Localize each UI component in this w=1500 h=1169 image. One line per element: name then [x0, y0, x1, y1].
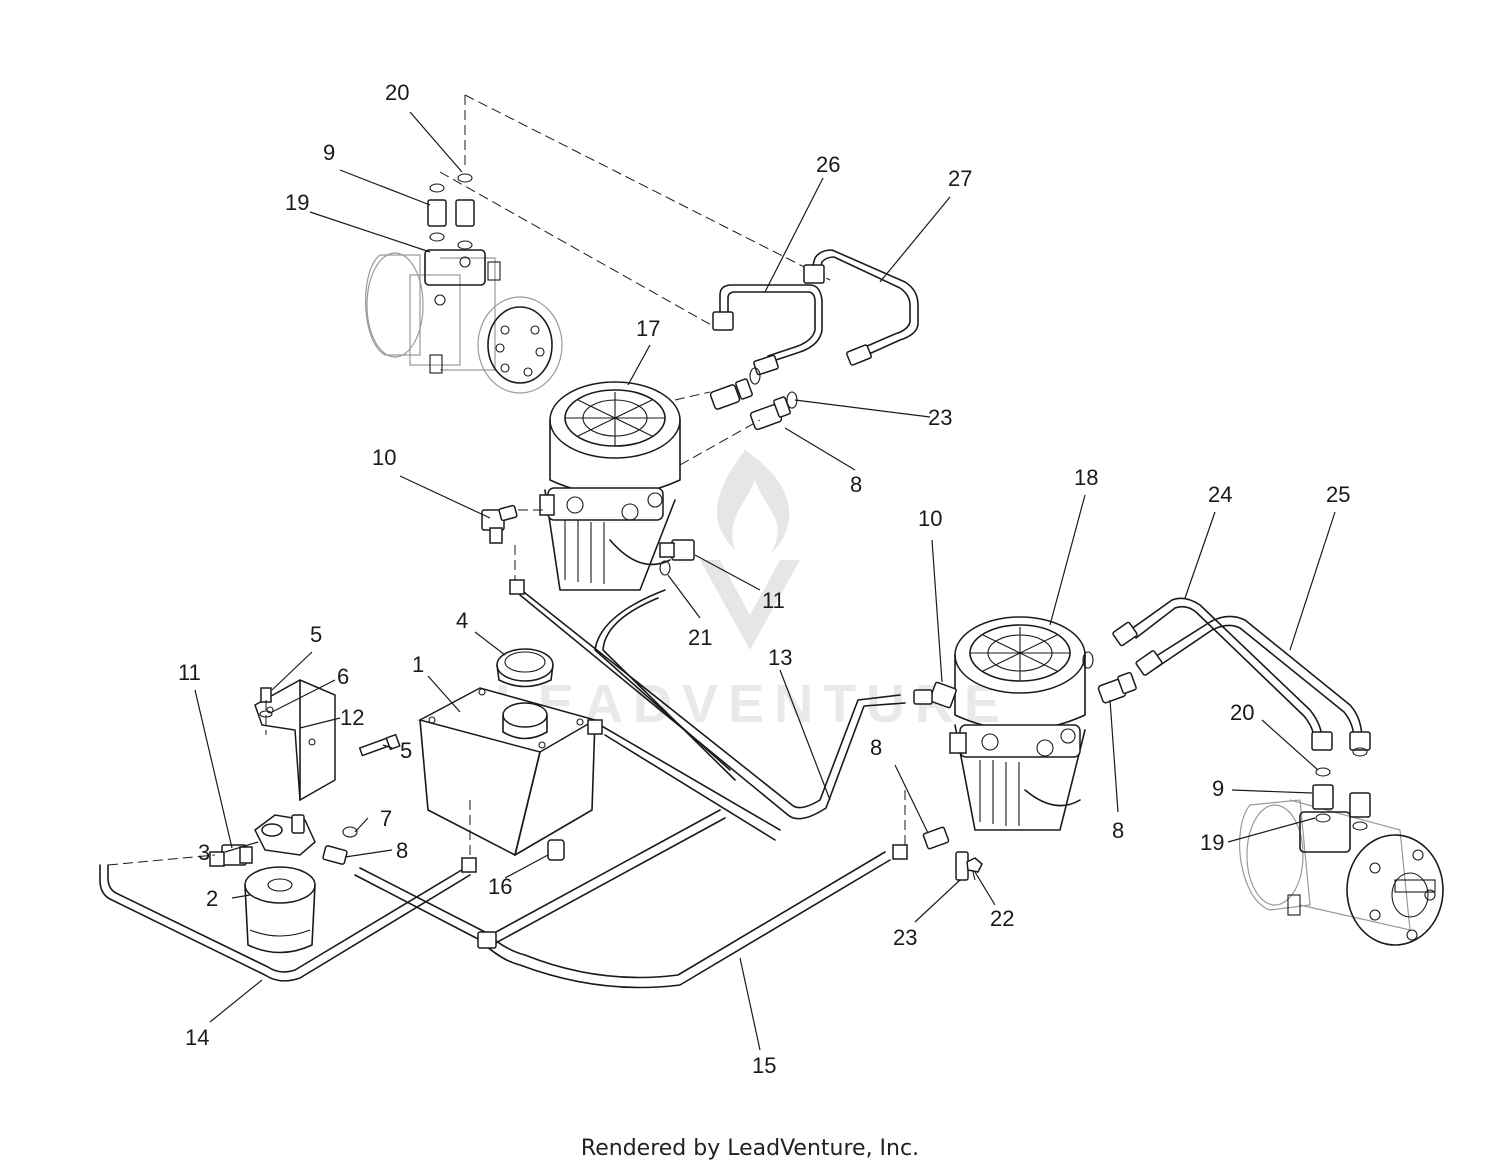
lower-right-fittings	[1312, 747, 1371, 831]
callout-14: 14	[185, 1025, 209, 1050]
fittings-8-23-upper	[674, 367, 798, 466]
callout-21: 21	[688, 625, 712, 650]
callout-8-upper: 8	[850, 472, 862, 497]
callout-23-lower: 23	[893, 925, 917, 950]
callout-10-lower: 10	[918, 506, 942, 531]
bolt-5-upper	[259, 687, 273, 735]
callout-4: 4	[456, 608, 468, 633]
fitting-8-lower	[322, 845, 348, 865]
callout-3: 3	[198, 840, 210, 865]
tube-25	[1135, 615, 1371, 751]
callout-25: 25	[1326, 482, 1350, 507]
callout-11-upper: 11	[762, 588, 785, 613]
callouts: 20 9 19 26 27 17 23 8 10 11 21 18 24 25 …	[178, 80, 1350, 1078]
callout-8-right: 8	[1112, 818, 1124, 843]
callout-15: 15	[752, 1053, 776, 1078]
callout-8-middle: 8	[870, 735, 882, 760]
wheel-motor-left	[365, 249, 563, 394]
fittings-8-23-lower	[922, 826, 983, 881]
filter-head-3	[254, 814, 316, 856]
leader-lines	[194, 111, 1336, 1051]
callout-9-upper: 9	[323, 140, 335, 165]
callout-11-lower: 11	[178, 660, 201, 685]
tube-24	[1112, 597, 1333, 751]
reservoir-1	[417, 687, 597, 861]
fitting-11-upper	[659, 539, 695, 576]
tube-26	[712, 284, 823, 376]
cap-4	[496, 648, 554, 688]
callout-19-upper: 19	[285, 190, 309, 215]
callout-20-lower: 20	[1230, 700, 1254, 725]
fitting-11-lower	[209, 844, 253, 867]
callout-7: 7	[380, 806, 392, 831]
hose-13	[509, 545, 906, 841]
callout-5-upper: 5	[310, 622, 322, 647]
fittings-8-right	[1082, 651, 1137, 704]
callout-23-upper: 23	[928, 405, 952, 430]
callout-17: 17	[636, 316, 660, 341]
callout-18: 18	[1074, 465, 1098, 490]
callout-26: 26	[816, 152, 840, 177]
render-credit: Rendered by LeadVenture, Inc.	[580, 1136, 920, 1161]
callout-10-upper: 10	[372, 445, 396, 470]
upper-left-fittings	[427, 94, 831, 331]
fitting-10-upper	[481, 504, 548, 544]
callout-12: 12	[340, 705, 364, 730]
callout-2: 2	[206, 886, 218, 911]
fitting-10-lower	[913, 681, 957, 709]
callout-9-lower: 9	[1212, 776, 1224, 801]
pump-17	[539, 381, 681, 591]
hose-15	[354, 790, 908, 989]
callout-16: 16	[488, 874, 512, 899]
callout-5-side: 5	[400, 738, 412, 763]
callout-6: 6	[337, 664, 349, 689]
wheel-motor-right	[1239, 799, 1444, 946]
callout-22: 22	[990, 906, 1014, 931]
callout-13: 13	[768, 645, 792, 670]
callout-24: 24	[1208, 482, 1232, 507]
hose-14	[99, 800, 477, 982]
pump-18	[949, 616, 1086, 831]
callout-27: 27	[948, 166, 972, 191]
callout-20-upper: 20	[385, 80, 409, 105]
bolt-5-side	[342, 733, 401, 838]
callout-19-lower: 19	[1200, 830, 1224, 855]
tube-27	[803, 249, 919, 366]
filter-2	[244, 866, 316, 954]
callout-1: 1	[412, 652, 424, 677]
callout-8-lower: 8	[396, 838, 408, 863]
